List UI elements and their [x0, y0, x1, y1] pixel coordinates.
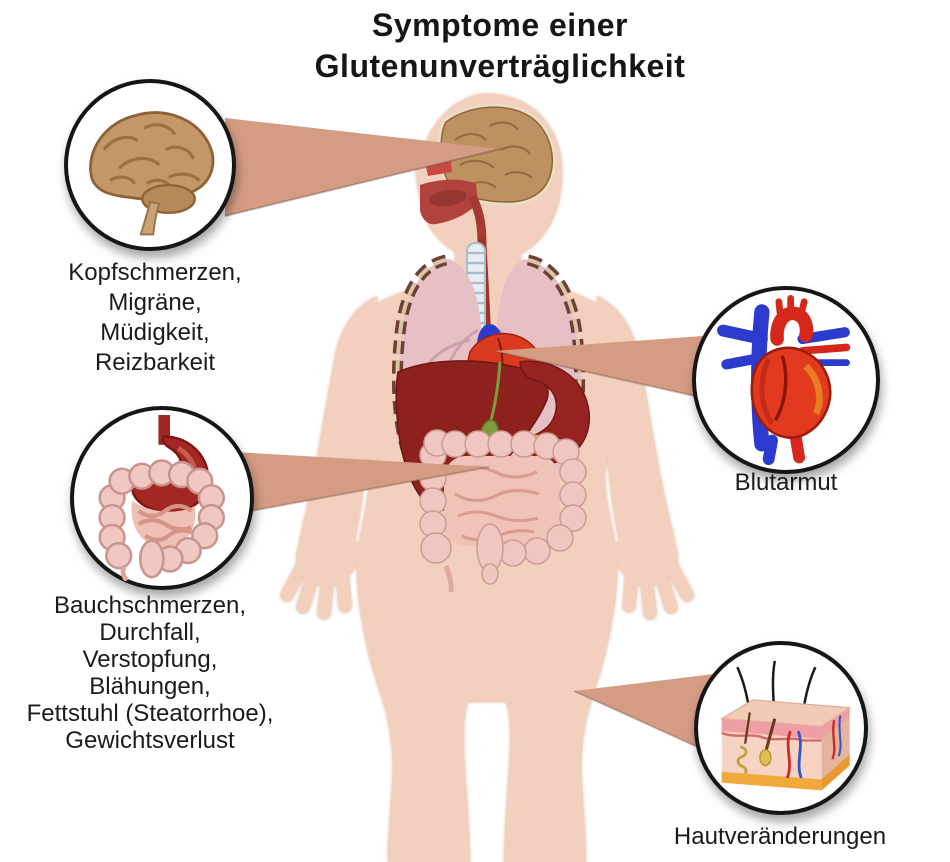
skin-symptoms-label: Hautveränderungen	[673, 823, 887, 850]
brain-illustration	[88, 111, 215, 236]
wedge-to-heart	[494, 334, 730, 404]
skin-cross-section-illustration	[719, 660, 852, 791]
title-line-2: Glutenunverträglichkeit	[314, 48, 686, 84]
heart-symptoms-label: Blutarmut	[734, 469, 838, 496]
esophagus-tube	[158, 415, 171, 446]
left-leg	[358, 556, 487, 862]
right-leg	[487, 556, 616, 862]
title-line-1: Symptome einer	[372, 7, 628, 43]
stomach-intestines-illustration	[98, 415, 226, 581]
right-hand	[598, 528, 694, 620]
heart-illustration	[717, 295, 851, 465]
appendix-small	[120, 566, 130, 581]
sweat-gland	[736, 745, 748, 775]
large-intestine	[419, 429, 587, 593]
pointer-wedges	[224, 118, 731, 761]
tongue	[429, 189, 467, 207]
blood-vessel-red	[785, 730, 792, 779]
callout-circle-skin	[694, 641, 868, 815]
callout-circle-brain	[64, 79, 236, 251]
hair-follicle	[759, 749, 772, 767]
blood-vessel-blue	[796, 730, 803, 779]
page-title: Symptome einer Glutenunverträglichkeit	[25, 5, 950, 87]
wedge-to-intestines	[235, 452, 489, 514]
callout-circle-heart	[692, 286, 880, 474]
colon-frame	[98, 459, 226, 579]
digestive-symptoms-label: Bauchschmerzen, Durchfall, Verstopfung, …	[26, 592, 274, 754]
fat-layer	[721, 771, 822, 791]
callout-circle-digestive	[70, 406, 254, 590]
wedge-to-skin	[574, 672, 730, 760]
brain-symptoms-label: Kopfschmerzen, Migräne, Müdigkeit, Reizb…	[68, 259, 242, 376]
appendix	[443, 565, 454, 593]
brainstem	[139, 200, 161, 236]
wedge-to-brain	[225, 118, 500, 216]
left-hand	[280, 528, 376, 620]
